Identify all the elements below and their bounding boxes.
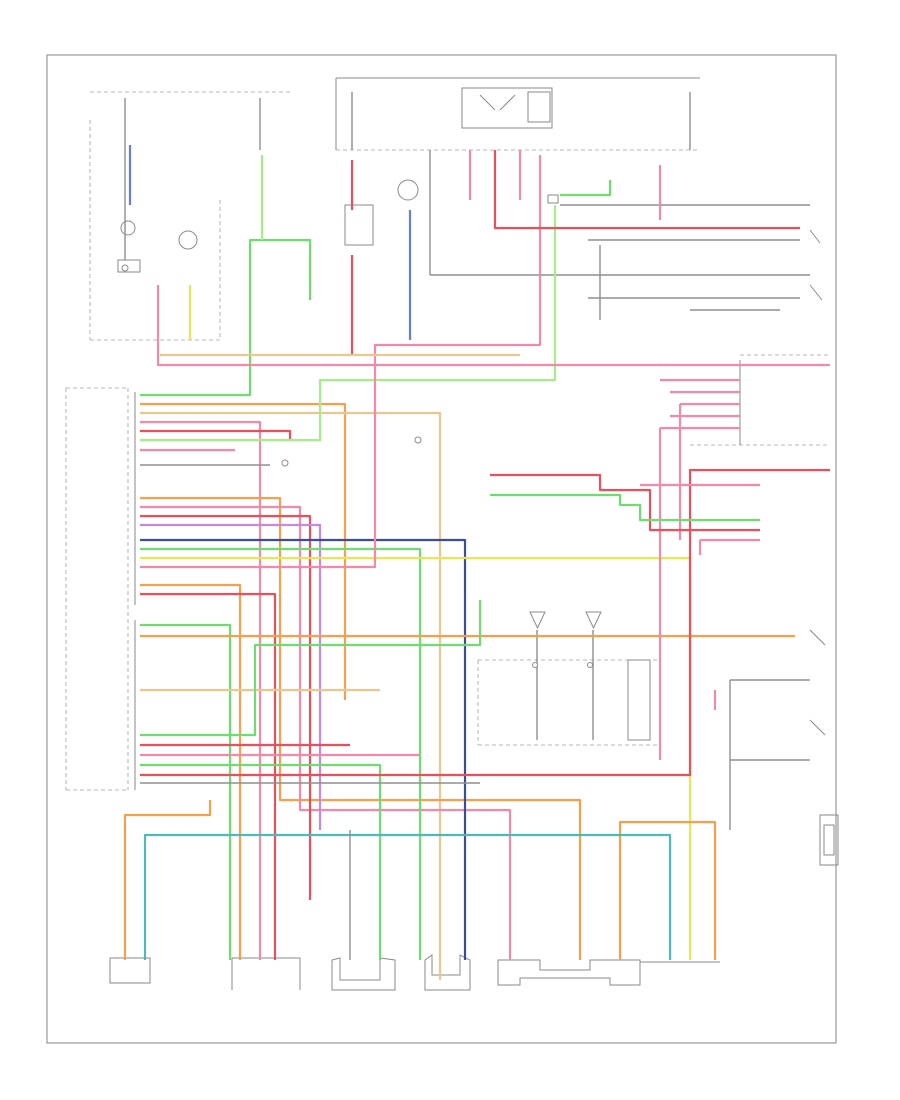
- wire-green-1: [140, 238, 312, 397]
- wire-pink-12: [678, 402, 740, 540]
- solenoid-ground-area: [477, 611, 661, 746]
- wire-teal-2: [250, 833, 672, 960]
- wire-green-5: [140, 600, 482, 737]
- bottom-sensors: [109, 954, 720, 991]
- ground-symbols: [121, 194, 593, 668]
- top-power-distribution: [89, 77, 700, 341]
- right-side-modules: [690, 354, 839, 866]
- wire-red-9: [490, 473, 760, 532]
- wire-green-8: [560, 180, 612, 197]
- wire-orange-1: [140, 402, 347, 700]
- wire-pink-1: [140, 420, 262, 960]
- diagram-border: [46, 54, 837, 1044]
- wire-red-3: [140, 592, 277, 960]
- wire-harness: [123, 145, 830, 980]
- wire-blue-1: [140, 538, 467, 960]
- powertrain-control-module: [65, 387, 136, 791]
- wire-green-2: [140, 205, 557, 442]
- wire-orange-5: [123, 800, 212, 960]
- wire-pink-3: [140, 505, 512, 960]
- wire-tan-1: [140, 411, 442, 980]
- wire-red-2: [140, 514, 312, 900]
- right-switch-group: [560, 204, 823, 320]
- wire-violet-1: [140, 523, 322, 830]
- wire-green-9: [490, 493, 760, 522]
- wire-orange-2: [140, 496, 582, 960]
- wire-pink-6: [156, 285, 830, 367]
- wire-pink-14: [658, 426, 740, 760]
- wire-orange-6: [618, 820, 717, 960]
- wire-teal-1: [143, 833, 250, 960]
- wire-red-1: [140, 429, 292, 440]
- wire-red-8: [493, 150, 800, 230]
- wire-green-6: [140, 763, 382, 960]
- wire-pink-4: [140, 155, 542, 569]
- wire-yellow-1: [140, 556, 692, 960]
- wire-orange-3: [140, 583, 242, 960]
- wire-green-4: [140, 623, 232, 960]
- wire-green-3: [140, 547, 422, 960]
- wire-pink-15: [640, 483, 760, 555]
- wire-red-5: [140, 468, 830, 777]
